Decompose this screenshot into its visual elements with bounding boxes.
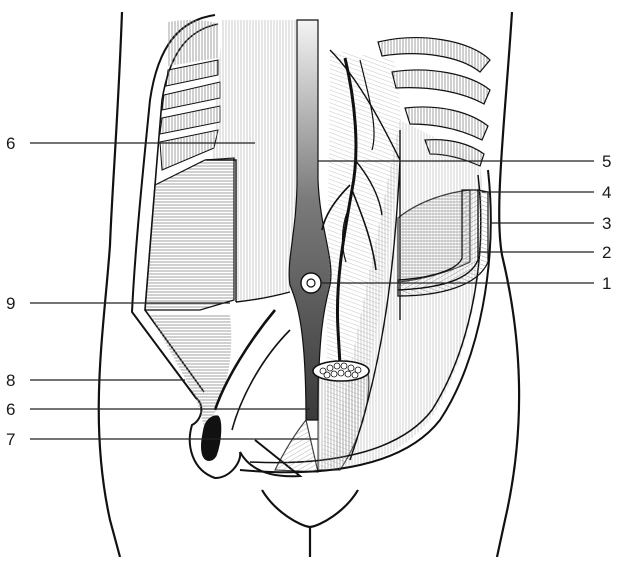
labels-right: 5 4 3 2 1: [602, 152, 611, 293]
label-4: 4: [602, 183, 611, 202]
label-6-lower: 6: [6, 400, 15, 419]
labels-left: 6 9 8 6 7: [6, 134, 15, 449]
label-7: 7: [6, 430, 15, 449]
label-2: 2: [602, 243, 611, 262]
label-9: 9: [6, 294, 15, 313]
muscle-cross-section: [313, 361, 369, 381]
label-6-upper: 6: [6, 134, 15, 153]
label-3: 3: [602, 214, 611, 233]
label-8: 8: [6, 371, 15, 390]
label-5: 5: [602, 152, 611, 171]
label-1: 1: [602, 274, 611, 293]
umbilicus: [301, 273, 321, 293]
